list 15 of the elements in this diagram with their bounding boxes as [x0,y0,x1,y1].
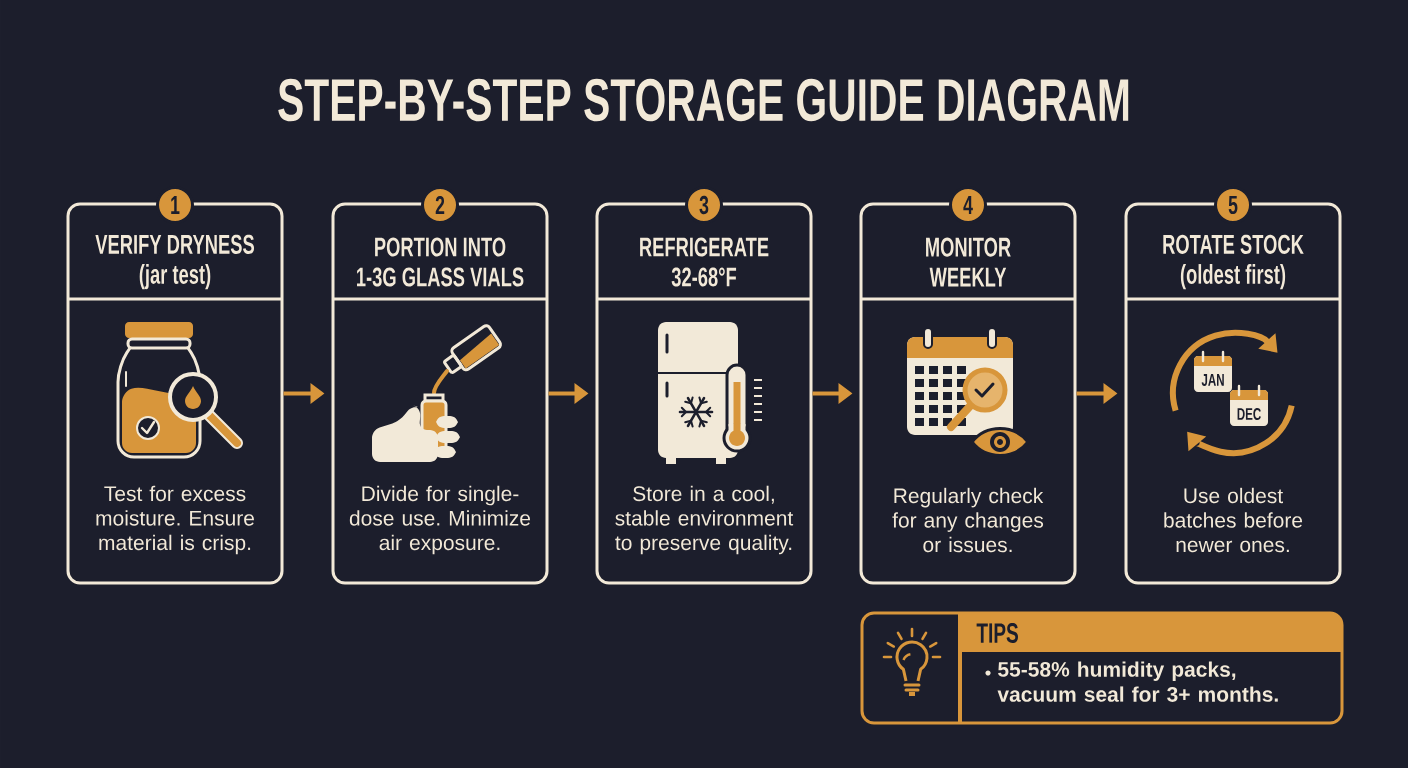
step-description: Regularly check for any changes or issues. [892,487,1044,553]
step-heading: PORTION INTO 1-3G GLASS VIALS [357,237,524,287]
step-description: Divide for single-dose use. Minimize air exposure. [349,485,531,555]
tip-text: 55-58% humidity packs, vacuum seal for 3+ months. [997,661,1278,702]
date-card: DEC [1230,384,1268,426]
step-description: Test for excess moisture. Ensure material is crisp. [96,485,254,555]
date-card: JAN [1194,350,1232,392]
step-heading: MONITOR WEEKLY [926,237,1011,287]
heading-band: TIPS [960,613,1342,652]
step-heading: ROTATE STOCK (oldest first) [1163,234,1304,290]
step-heading: REFRIGERATE 32-68°F [640,237,769,287]
title: STEP-BY-STEP STORAGE GUIDE DIAGRAM [278,78,1129,122]
step-description: Store in a cool, stable environment to preserve quality. [615,485,794,555]
step-description: Use oldest batches before newer ones. [1164,487,1303,553]
step-heading: VERIFY DRYNESS (jar test) [95,234,254,290]
